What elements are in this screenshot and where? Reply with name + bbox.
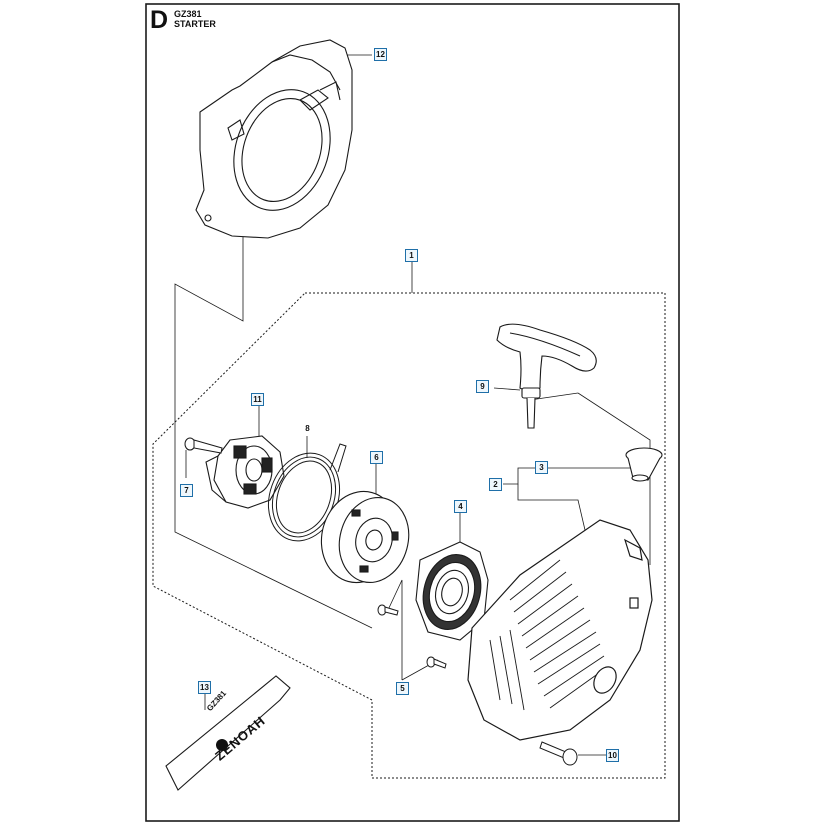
cover-plate-icon xyxy=(415,541,489,641)
callout-6[interactable]: 6 xyxy=(370,451,383,464)
leader-9 xyxy=(493,387,521,391)
section-title: STARTER xyxy=(174,19,216,29)
leader-handle xyxy=(529,392,579,401)
fan-housing-icon xyxy=(195,39,353,239)
grip-handle-icon xyxy=(496,323,597,429)
callout-1[interactable]: 1 xyxy=(405,249,418,262)
callout-12[interactable]: 12 xyxy=(374,48,387,61)
callout-7[interactable]: 7 xyxy=(180,484,193,497)
leader-5a xyxy=(387,579,403,680)
assembly-boundary xyxy=(152,292,666,779)
leader-lines xyxy=(174,54,651,756)
bolt-icon-10 xyxy=(539,741,578,766)
callout-8[interactable]: 8 xyxy=(305,424,310,433)
leader-2 xyxy=(517,484,586,531)
callout-10[interactable]: 10 xyxy=(606,749,619,762)
section-letter: D xyxy=(150,6,169,34)
callout-9[interactable]: 9 xyxy=(476,380,489,393)
callout-2[interactable]: 2 xyxy=(489,478,502,491)
leader-2-3 xyxy=(503,467,535,485)
starter-housing-icon xyxy=(467,519,653,741)
bolt-icon-7 xyxy=(184,437,223,454)
callout-4[interactable]: 4 xyxy=(454,500,467,513)
model-code: GZ381 xyxy=(174,9,202,19)
callout-5[interactable]: 5 xyxy=(396,682,409,695)
bolt-icon-5 xyxy=(377,604,447,669)
ratchet-icon xyxy=(205,435,285,509)
callout-13[interactable]: 13 xyxy=(198,681,211,694)
recoil-spring-icon xyxy=(268,443,347,542)
page-frame xyxy=(145,3,680,822)
callout-3[interactable]: 3 xyxy=(535,461,548,474)
leader-handle-cap xyxy=(577,392,651,565)
callout-11[interactable]: 11 xyxy=(251,393,264,406)
rope-guide-icon xyxy=(625,447,663,482)
rope-pulley-icon xyxy=(320,490,410,584)
leader-fan-housing xyxy=(174,237,373,629)
label-sticker-icon xyxy=(165,675,291,791)
